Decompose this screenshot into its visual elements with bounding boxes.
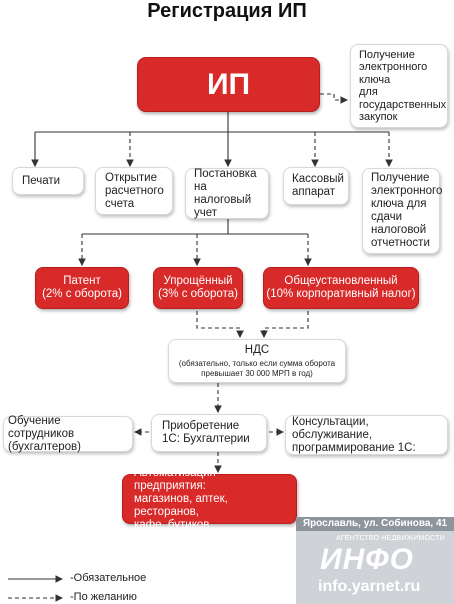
vat-box: НДС (обязательно, только если сумма обор… bbox=[168, 339, 346, 383]
connector-root-to-key bbox=[320, 93, 349, 104]
patent-box: Патент (2% с оборота) bbox=[35, 267, 129, 309]
watermark-block bbox=[296, 517, 454, 604]
stamps-box: Печати bbox=[12, 167, 84, 195]
tax-registration-label: Постановка на налоговый учет bbox=[194, 167, 257, 219]
watermark-logo: ИНФО bbox=[320, 543, 414, 576]
procurement-key-box: Получение электронного ключа для государ… bbox=[350, 44, 448, 128]
page-title: Регистрация ИП bbox=[147, 0, 307, 22]
legend-optional: -По желанию bbox=[70, 591, 137, 603]
bank-account-label: Открытие расчетного счета bbox=[105, 171, 164, 210]
tax-key-label: Получение электронного ключа для сдачи н… bbox=[371, 172, 443, 249]
vat-title: НДС bbox=[244, 343, 270, 356]
watermark-url: info.yarnet.ru bbox=[318, 578, 421, 595]
purchase-1c-box: Приобретение 1С: Бухгалтерии bbox=[151, 414, 267, 452]
bank-account-box: Открытие расчетного счета bbox=[95, 167, 173, 215]
training-label: Обучение сотрудников (бухгалтеров) bbox=[8, 414, 81, 453]
cash-register-box: Кассовый аппарат bbox=[283, 167, 349, 205]
cash-register-label: Кассовый аппарат bbox=[292, 173, 344, 198]
watermark-agency: АГЕНТСТВО НЕДВИЖИМОСТИ bbox=[336, 535, 445, 542]
stamps-label: Печати bbox=[22, 174, 61, 187]
watermark-address: Ярославль, ул. Собинова, 41 bbox=[296, 517, 454, 531]
automation-box: Автоматизация предприятия: магазинов, ап… bbox=[122, 467, 297, 531]
tax-key-box: Получение электронного ключа для сдачи н… bbox=[362, 168, 443, 254]
consulting-box: Консультации, обслуживание, программиров… bbox=[285, 415, 448, 455]
procurement-key-label: Получение электронного ключа для государ… bbox=[359, 48, 447, 124]
consulting-label: Консультации, обслуживание, программиров… bbox=[292, 415, 416, 454]
purchase-1c-label: Приобретение 1С: Бухгалтерии bbox=[162, 420, 250, 445]
patent-label: Патент (2% с оборота) bbox=[42, 275, 122, 300]
tax-registration-box: Постановка на налоговый учет bbox=[185, 168, 269, 219]
general-regime-box: Общеустановленный (10% корпоративный нал… bbox=[263, 267, 419, 309]
connector-uproshch-vat bbox=[196, 311, 244, 339]
simplified-box: Упрощённый (3% с оборота) bbox=[153, 267, 243, 309]
root-ip-label: ИП bbox=[206, 67, 251, 101]
automation-label: Автоматизация предприятия: магазинов, ап… bbox=[134, 466, 228, 531]
training-box: Обучение сотрудников (бухгалтеров) bbox=[3, 414, 133, 453]
general-regime-label: Общеустановленный (10% корпоративный нал… bbox=[266, 275, 416, 300]
legend-mandatory: -Обязательное bbox=[70, 572, 147, 584]
simplified-label: Упрощённый (3% с оборота) bbox=[158, 275, 238, 300]
vat-note: (обязательно, только если сумма оборота … bbox=[178, 358, 336, 378]
connector-obsh-vat bbox=[260, 311, 309, 339]
root-ip-box: ИП bbox=[137, 57, 320, 112]
